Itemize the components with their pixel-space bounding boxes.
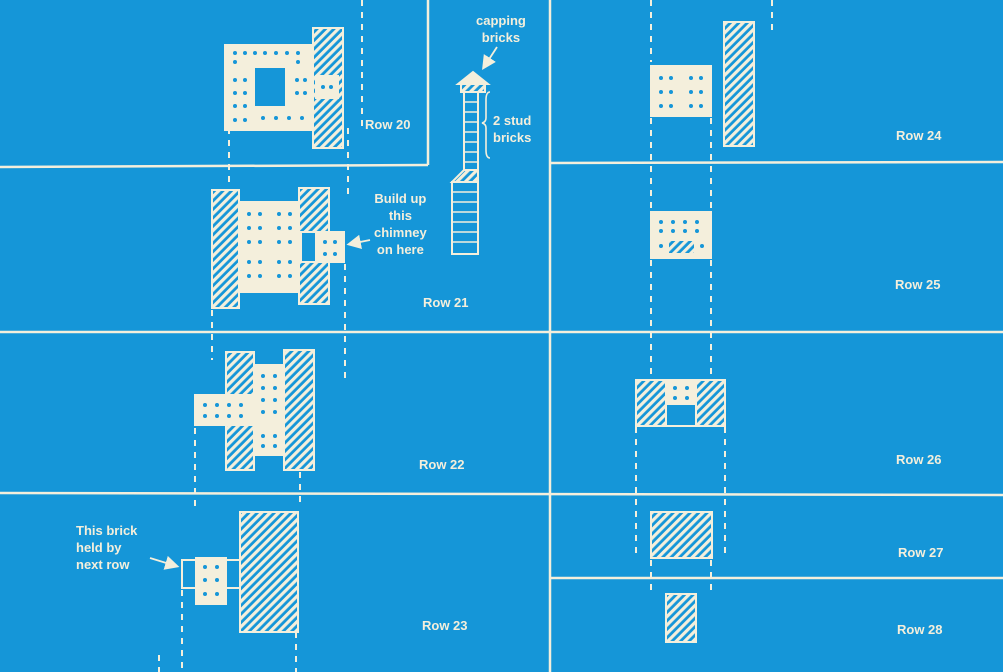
row-label-20: Row 20: [365, 117, 411, 132]
row-24-studs: [659, 76, 703, 108]
row-25-studs: [659, 220, 704, 248]
row-25-bricks: [650, 211, 712, 259]
held-brick-pointer: [149, 555, 180, 570]
note-brick-held: This brick held by next row: [76, 523, 138, 572]
row-28-bricks: [665, 593, 697, 643]
row-26-bricks: [635, 379, 726, 427]
row-21-bricks: [211, 187, 345, 309]
row-label-25: Row 25: [895, 277, 941, 292]
row-20-bricks: [224, 27, 344, 149]
chimney-arrow: [346, 234, 371, 249]
note-arrows: [346, 46, 498, 249]
row-27-bricks: [650, 511, 713, 559]
row-26-studs: [673, 386, 689, 400]
row-24-bricks: [650, 21, 755, 147]
row-label-23: Row 23: [422, 618, 468, 633]
divider-row22-bottom: [0, 491, 1003, 497]
row-label-27: Row 27: [898, 545, 944, 560]
note-build-chimney: Build up this chimney on here: [374, 191, 427, 257]
chimney-capping-bricks: [455, 70, 491, 85]
chimney-courses: [452, 101, 478, 243]
note-capping-bricks: capping bricks: [476, 13, 526, 45]
chimney-illustration: [449, 70, 491, 255]
row-label-28: Row 28: [897, 622, 943, 637]
divider-row24-bottom: [549, 160, 1003, 165]
row-22-bricks: [194, 349, 315, 471]
chimney-stud-bricks: [463, 91, 479, 171]
row-label-22: Row 22: [419, 457, 465, 472]
row-22-studs: [203, 374, 277, 448]
row-20-studs: [233, 51, 333, 122]
row-label-24: Row 24: [896, 128, 942, 143]
row-23-studs: [203, 565, 219, 596]
capping-arrow: [482, 46, 498, 71]
note-stud-bricks: 2 stud bricks: [493, 113, 532, 145]
row-label-26: Row 26: [896, 452, 942, 467]
stud-bricks-brace: [481, 91, 491, 159]
alignment-guides: [158, 0, 773, 672]
row-23-bricks: [149, 511, 299, 633]
row-label-21: Row 21: [423, 295, 469, 310]
row-21-studs: [247, 212, 337, 278]
divider-row20-bottom: [0, 163, 429, 169]
